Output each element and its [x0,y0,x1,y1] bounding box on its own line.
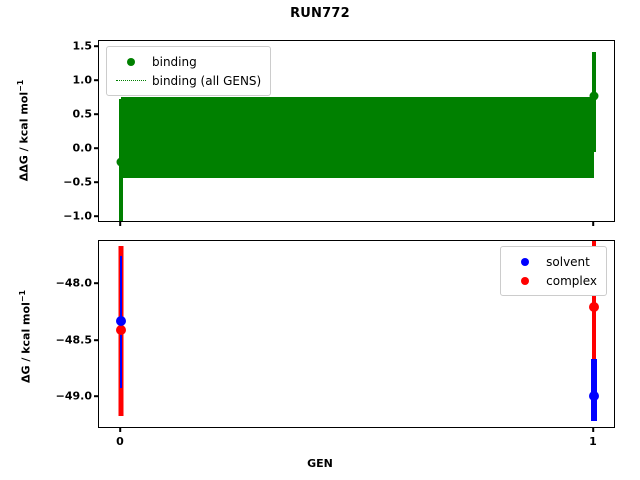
top-legend-item-binding[interactable]: binding [114,52,261,71]
top-ylabel: ΔΔG / kcal mol−1 [15,71,31,191]
bottom-ytick-mark-2 [94,395,98,397]
bottom-xtick-mark-0 [119,428,121,432]
top-ytick-mark-5 [94,215,98,217]
top-ylabel-text: ΔΔG / kcal mol [17,91,31,182]
bottom-xtick-label-0: 0 [116,435,124,448]
bottom-ytick-mark-0 [94,282,98,284]
top-ytick-label-2: 0.5 [72,107,93,121]
top-ytick-label-3: 0.0 [72,141,93,155]
binding-all-gens-band [121,97,594,178]
top-ytick-mark-0 [94,45,98,47]
top-ytick-label-0: 1.5 [72,39,93,53]
bottom-ytick-label-0: −48.0 [55,276,92,290]
solvent-dot-icon [508,257,542,266]
binding-marker-gen0 [116,157,126,167]
top-legend: binding binding (all GENS) [106,46,272,96]
top-ylabel-exponent: −1 [15,79,25,92]
bottom-xtick-mark-1 [592,428,594,432]
top-ytick-label-1: 1.0 [72,73,93,87]
binding-marker-gen1 [589,91,599,101]
bottom-ylabel-exponent: −1 [17,290,27,303]
top-ytick-mark-2 [94,113,98,115]
top-ytick-label-5: −1.0 [63,209,92,223]
solvent-marker-gen1 [589,391,599,401]
bottom-legend: solvent complex [500,246,607,296]
complex-dot-icon [508,276,542,285]
top-plot-area: binding binding (all GENS) [98,40,615,222]
bottom-ytick-mark-1 [94,339,98,341]
bottom-plot-area: solvent complex [98,240,615,428]
bottom-xtick-label-1: 1 [589,435,597,448]
bottom-legend-item-complex[interactable]: complex [508,271,597,290]
bottom-legend-label-0: solvent [546,254,590,269]
top-legend-label-1: binding (all GENS) [152,73,262,88]
top-xtick-mark-1 [592,222,594,226]
complex-marker-gen1 [589,302,599,312]
top-xtick-mark-0 [119,222,121,226]
solvent-marker-gen0 [116,316,126,326]
bottom-ylabel: ΔG / kcal mol−1 [17,277,33,397]
top-legend-label-0: binding [152,54,197,69]
bottom-ytick-label-1: −48.5 [55,333,92,347]
top-ytick-label-4: −0.5 [63,175,92,189]
top-ytick-mark-1 [94,79,98,81]
solvent-errorbar-gen1 [591,359,597,421]
binding-dot-icon [114,57,148,66]
bottom-ylabel-text: ΔG / kcal mol [19,302,33,384]
bottom-ytick-label-2: −49.0 [55,389,92,403]
binding-errorbar-gen1 [592,52,596,152]
bottom-legend-label-1: complex [546,273,597,288]
top-legend-item-binding-all-gens[interactable]: binding (all GENS) [114,71,261,90]
top-ytick-mark-4 [94,181,98,183]
complex-marker-gen0 [116,325,126,335]
page-title: RUN772 [290,6,350,21]
dotted-line-icon [114,80,148,81]
bottom-legend-item-solvent[interactable]: solvent [508,252,597,271]
xlabel: GEN [307,457,333,470]
top-ytick-mark-3 [94,147,98,149]
